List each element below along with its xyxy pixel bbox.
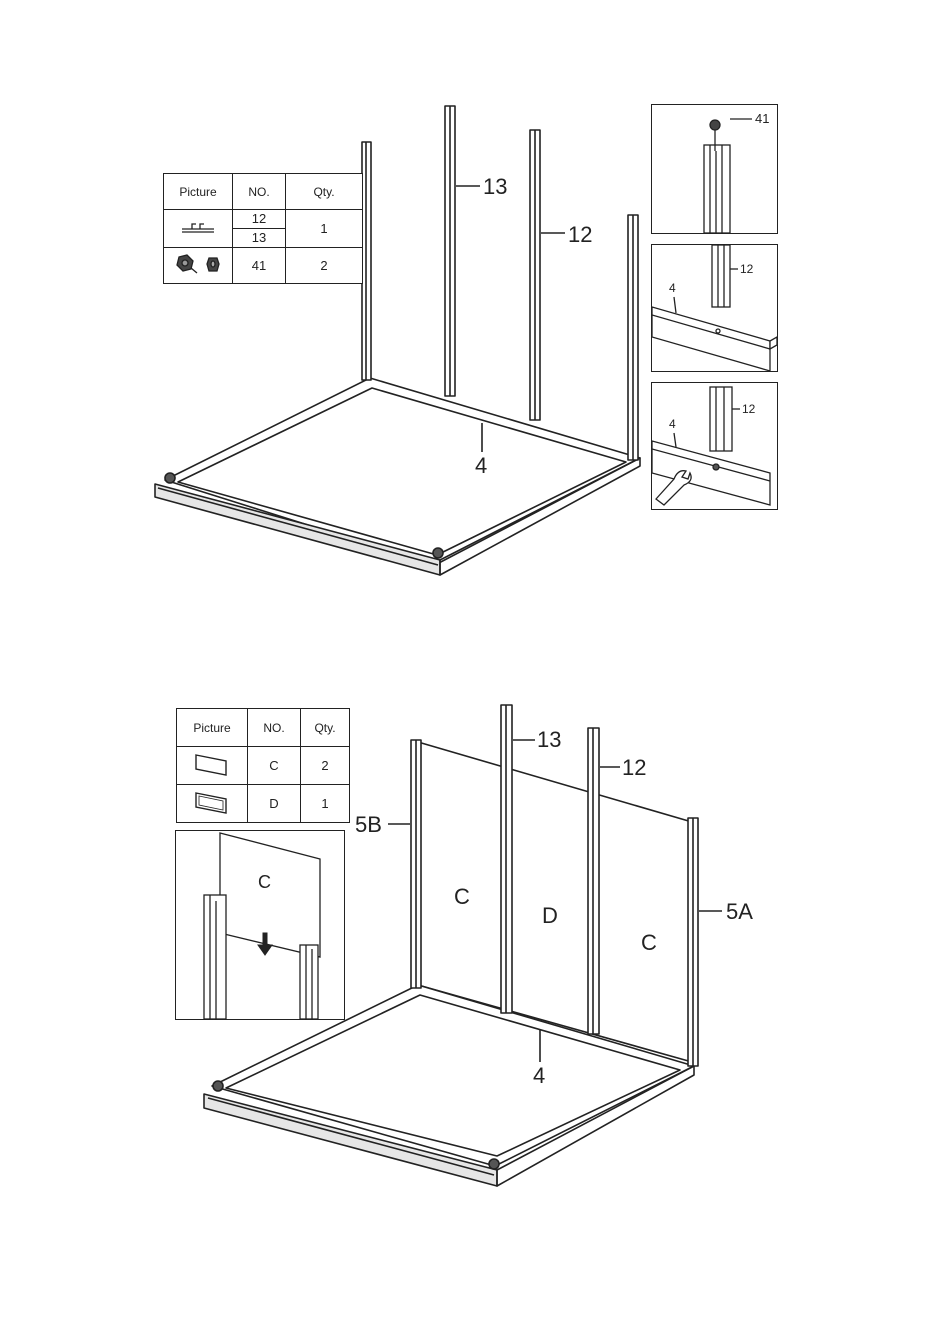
panel-d-icon [177, 785, 248, 823]
table-header-picture: Picture [177, 709, 248, 747]
part-qty: 1 [301, 785, 350, 823]
table-header-no: NO. [248, 709, 301, 747]
detail-panel-label: C [258, 873, 271, 891]
part-no-C: C [248, 747, 301, 785]
step2-label-12: 12 [622, 757, 646, 779]
table-row: C 2 [177, 747, 350, 785]
step2-panel-left-label: C [454, 886, 470, 908]
step2-panel-right-label: C [641, 932, 657, 954]
step2-label-5A: 5A [726, 901, 753, 923]
step2-label-4: 4 [533, 1065, 545, 1087]
part-no-D: D [248, 785, 301, 823]
part-qty: 2 [301, 747, 350, 785]
step2-post-5A [688, 818, 722, 1066]
panel-c-icon [177, 747, 248, 785]
table-row: D 1 [177, 785, 350, 823]
step2-parts-table: Picture NO. Qty. C 2 D 1 [176, 708, 350, 823]
step2-label-13: 13 [537, 729, 561, 751]
step2-panel-mid-label: D [542, 905, 558, 927]
step2-post-5B [388, 740, 421, 988]
step2-label-5B: 5B [355, 814, 382, 836]
step2-detail-panel-insert: C [175, 830, 345, 1020]
table-header-qty: Qty. [301, 709, 350, 747]
